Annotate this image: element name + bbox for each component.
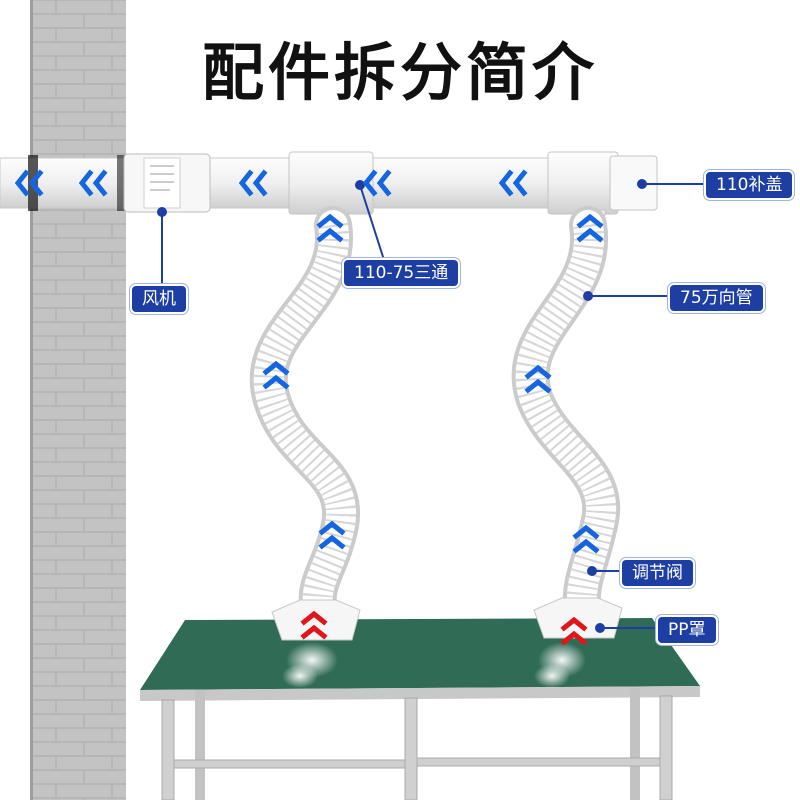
flow-arrow-icon [576, 213, 604, 243]
flow-arrow-icon [316, 213, 344, 243]
brick-wall [30, 0, 126, 800]
pp-hood-right [533, 597, 623, 639]
flow-arrow-icon [498, 169, 528, 197]
flow-arrow-icon [78, 169, 108, 197]
label-110-cap: 110补盖 [704, 170, 795, 200]
inline-fan [123, 153, 211, 213]
pp-hood-left [271, 599, 361, 641]
flow-arrow-icon [318, 520, 346, 550]
intake-arrow-icon [560, 616, 588, 646]
page-title: 配件拆分简介 [201, 36, 598, 109]
flow-arrow-icon [572, 524, 600, 554]
label-fan: 风机 [130, 284, 188, 314]
main-duct [0, 151, 658, 215]
label-pp-hood: PP罩 [656, 615, 718, 645]
flow-arrow-icon [14, 169, 44, 197]
intake-arrow-icon [300, 610, 328, 640]
flow-arrow-icon [524, 364, 552, 394]
flow-arrow-icon [238, 169, 268, 197]
flow-arrow-icon [262, 360, 290, 390]
label-110-75-tee: 110-75三通 [342, 258, 461, 288]
label-75-flex-hose: 75万向管 [668, 283, 765, 313]
flow-arrow-icon [362, 169, 392, 197]
label-adjusting-valve: 调节阀 [620, 558, 695, 588]
workbench [140, 618, 700, 800]
